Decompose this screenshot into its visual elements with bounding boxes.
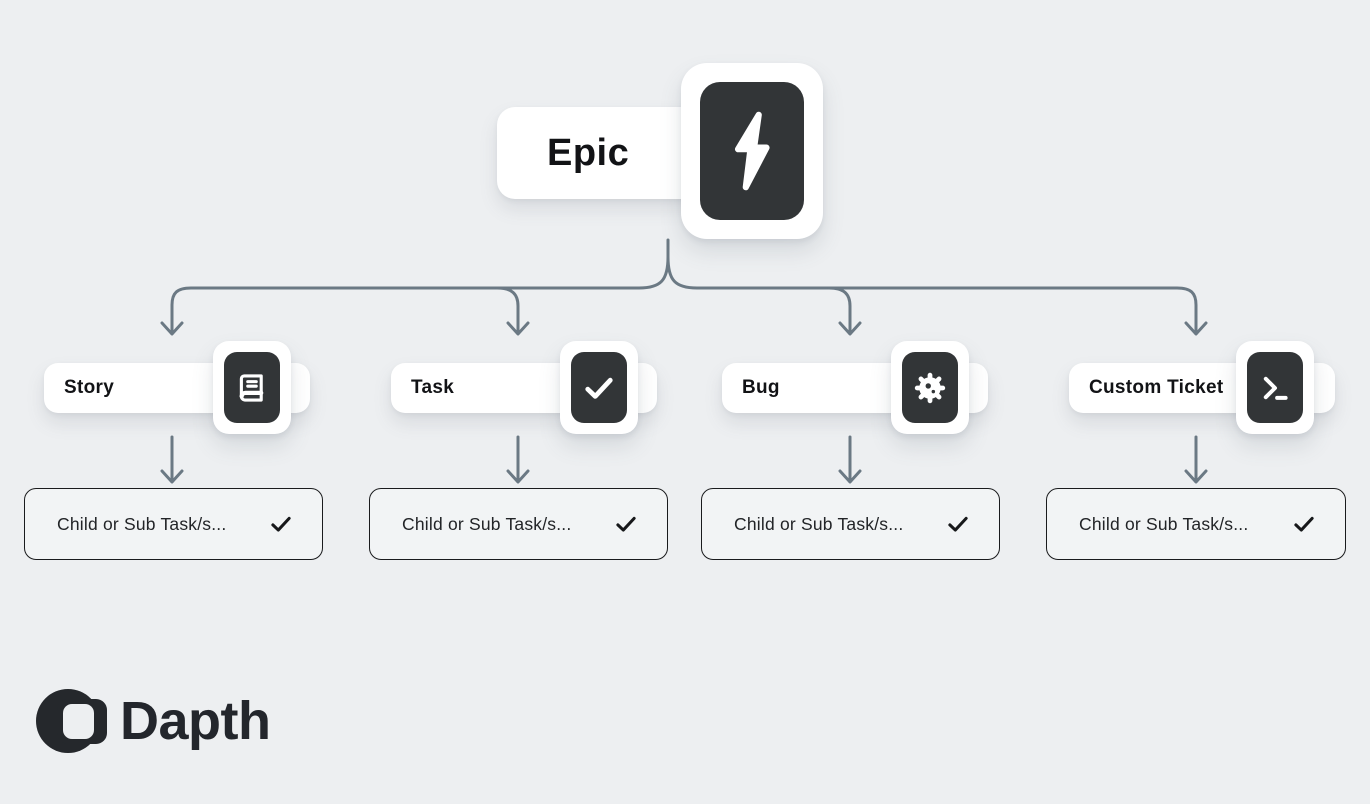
story-label: Story — [64, 377, 115, 398]
terminal-icon — [1263, 376, 1288, 400]
custom-ticket-label: Custom Ticket — [1089, 377, 1224, 398]
child-box-label: Child or Sub Task/s... — [402, 513, 572, 534]
logo-inner-cutout — [63, 704, 94, 739]
book-icon — [239, 373, 264, 402]
task-icon-tile — [571, 352, 627, 423]
bug-icon-card — [891, 341, 969, 434]
bug-label: Bug — [742, 377, 780, 398]
epic-icon-card — [681, 63, 823, 239]
epic-label: Epic — [547, 131, 630, 174]
epic-icon-tile — [700, 82, 804, 220]
child-box-task: Child or Sub Task/s... — [369, 488, 668, 560]
bug-icon — [914, 372, 946, 403]
dapth-logo-icon — [36, 686, 114, 756]
child-box-label: Child or Sub Task/s... — [57, 513, 227, 534]
custom-ticket-icon-card — [1236, 341, 1314, 434]
child-box-story: Child or Sub Task/s... — [24, 488, 323, 560]
dapth-logo-text: Dapth — [120, 691, 271, 751]
lightning-icon — [734, 111, 770, 191]
check-icon — [271, 516, 291, 532]
story-icon-tile — [224, 352, 280, 423]
story-icon-card — [213, 341, 291, 434]
check-icon — [1294, 516, 1314, 532]
check-icon — [948, 516, 968, 532]
bug-icon-tile — [902, 352, 958, 423]
child-box-bug: Child or Sub Task/s... — [701, 488, 1000, 560]
dapth-logo: Dapth — [36, 686, 271, 756]
check-icon — [585, 377, 613, 399]
task-label: Task — [411, 377, 455, 398]
child-box-label: Child or Sub Task/s... — [1079, 513, 1249, 534]
child-box-custom-ticket: Child or Sub Task/s... — [1046, 488, 1346, 560]
custom-ticket-icon-tile — [1247, 352, 1303, 423]
task-icon-card — [560, 341, 638, 434]
check-icon — [616, 516, 636, 532]
child-box-label: Child or Sub Task/s... — [734, 513, 904, 534]
